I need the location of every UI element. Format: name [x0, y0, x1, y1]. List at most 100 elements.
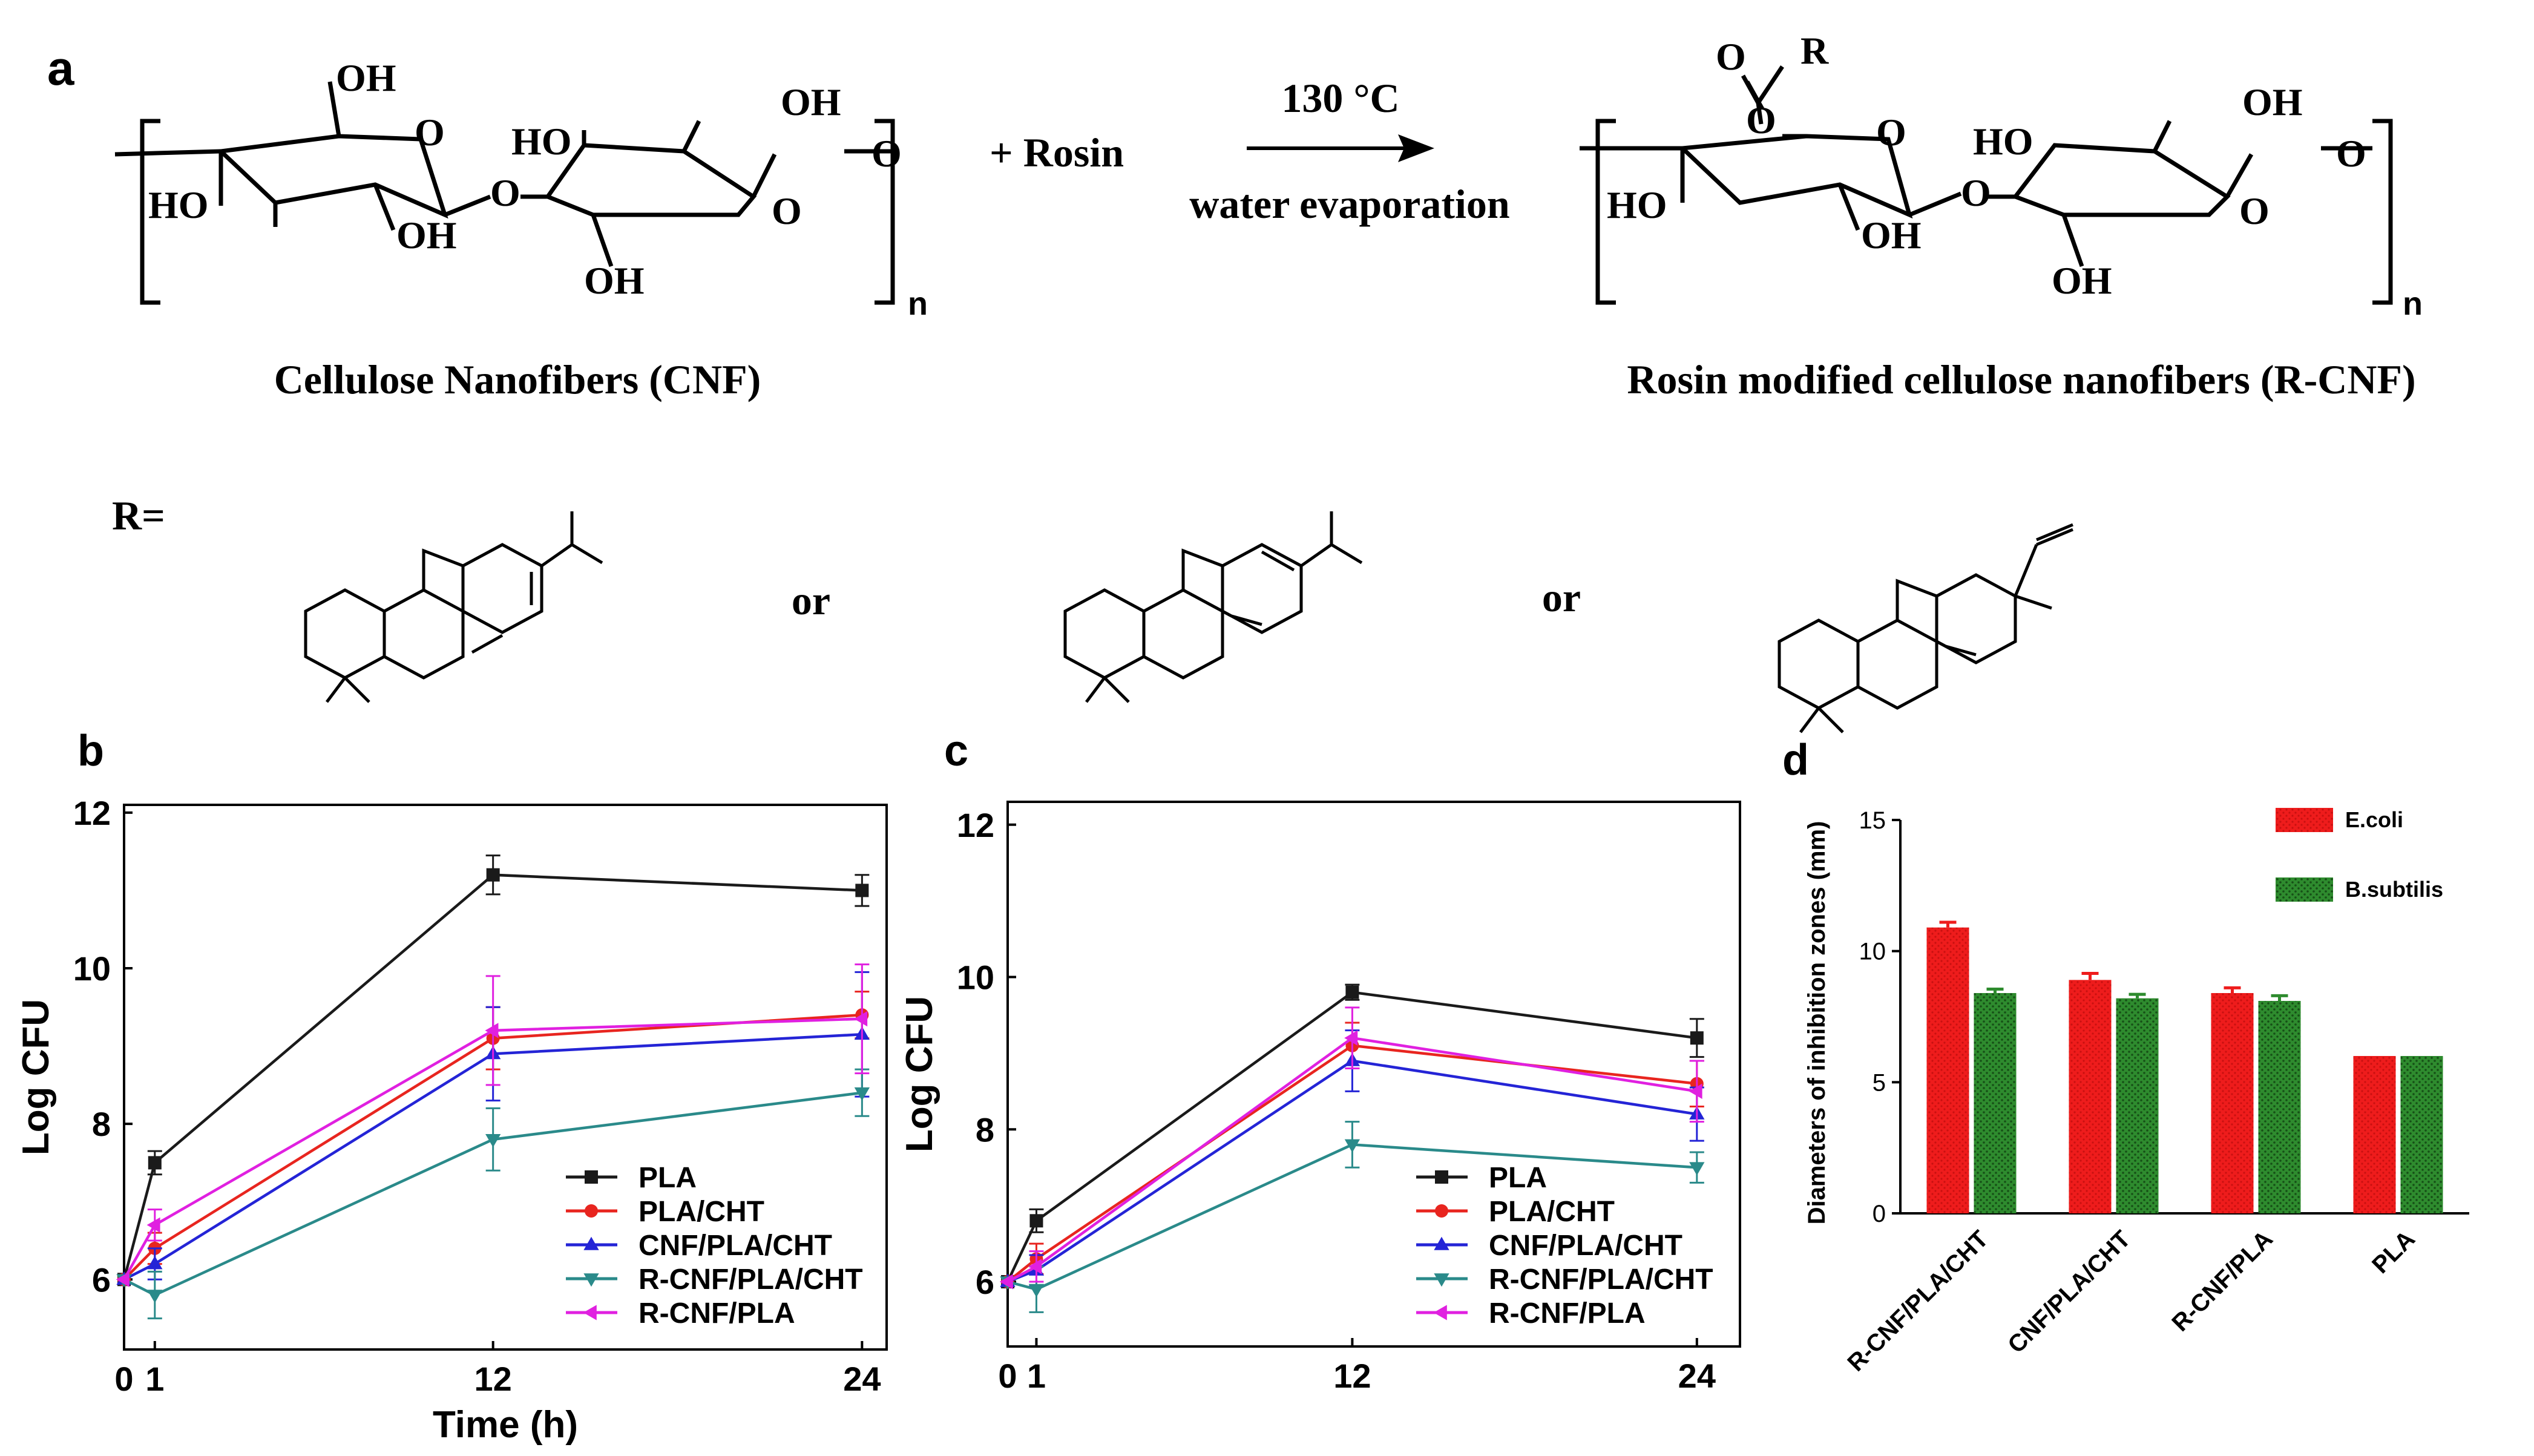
cnf-atom-labels: OH O HO OH O HO OH O OH O n: [148, 56, 928, 322]
legend-marker: [585, 1170, 598, 1184]
bar-b-subtilis: [1974, 993, 2017, 1213]
atom-oh: OH: [584, 259, 645, 302]
atom-oh: OH: [2242, 80, 2303, 123]
x-tick-label: 24: [1678, 1357, 1716, 1395]
x-axis-label: Time (h): [433, 1404, 578, 1446]
data-point-r-cnf-pla: [1689, 1083, 1702, 1099]
y-tick-label: 12: [957, 806, 994, 844]
series-line-pla: [1006, 991, 1698, 1282]
atom-o: O: [1876, 111, 1906, 154]
atom-ho: HO: [148, 183, 209, 226]
series-line-r-cnf-pla-cht: [123, 1091, 862, 1297]
y-tick-label: 15: [1859, 807, 1886, 834]
y-tick-label: 10: [73, 949, 111, 988]
data-point-r-cnf-pla: [854, 1011, 868, 1027]
series-line-pla-cht: [123, 1013, 862, 1281]
legend-marker: [583, 1305, 597, 1320]
category-label: CNF/PLA/CHT: [2003, 1225, 2136, 1359]
data-point-cnf-pla-cht: [147, 1256, 163, 1270]
category-label: R-CNF/PLA: [2167, 1225, 2278, 1337]
legend-label: CNF/PLA/CHT: [1489, 1230, 1682, 1262]
atom-o: O: [1746, 99, 1776, 142]
category-label: PLA: [2367, 1225, 2420, 1279]
legend-swatch: [2276, 808, 2333, 832]
bar-b-subtilis: [2116, 998, 2159, 1213]
panel-label-c: c: [944, 727, 968, 775]
legend-label: R-CNF/PLA/CHT: [638, 1264, 863, 1296]
series-line-pla: [122, 873, 862, 1280]
y-axis-label: Log CFU: [15, 999, 57, 1155]
reaction-arrow: 130 °C water evaporation: [1189, 75, 1509, 227]
data-point-r-cnf-pla-cht: [1689, 1162, 1705, 1176]
data-point-r-cnf-pla: [1344, 1030, 1358, 1046]
atom-o: O: [1961, 171, 1991, 214]
series-line-cnf-pla-cht: [123, 1033, 862, 1281]
series-line-r-cnf-pla: [1006, 1036, 1698, 1283]
data-point-pla: [1345, 985, 1359, 999]
legend-marker: [1433, 1305, 1447, 1320]
bar-e-coli: [2069, 980, 2112, 1213]
r-cnf-structure: [1580, 65, 2393, 305]
legend-marker: [583, 1273, 599, 1287]
bar-b-subtilis: [2258, 1001, 2301, 1213]
atom-o: O: [2239, 189, 2270, 232]
data-point-r-cnf-pla-cht: [854, 1087, 870, 1101]
x-tick-label: 0: [114, 1360, 133, 1398]
data-point-r-cnf-pla-cht: [485, 1134, 501, 1148]
x-tick-label: 1: [1027, 1357, 1046, 1395]
panel-label-b: b: [77, 727, 104, 775]
bar-b-subtilis: [2400, 1056, 2443, 1213]
atom-oh: OH: [396, 214, 457, 257]
x-tick-label: 0: [998, 1357, 1017, 1395]
series-line-r-cnf-pla-cht: [1007, 1143, 1697, 1291]
series-line-r-cnf-pla: [123, 1017, 862, 1281]
legend-label: PLA: [1489, 1162, 1547, 1194]
reaction-condition: water evaporation: [1189, 181, 1509, 227]
atom-o: O: [1716, 35, 1746, 78]
legend-marker: [1434, 1236, 1449, 1250]
plot-frame: [123, 804, 888, 1351]
bar-e-coli: [2211, 993, 2254, 1213]
y-tick-label: 8: [976, 1110, 994, 1149]
data-point-pla: [486, 868, 500, 882]
y-tick-label: 10: [957, 959, 994, 997]
legend-marker: [583, 1236, 599, 1250]
abietic-acid-skeleton: [304, 511, 603, 703]
y-tick-label: 12: [73, 794, 111, 832]
data-point-r-cnf-pla-cht: [1028, 1284, 1045, 1297]
reaction-temperature: 130 °C: [1281, 75, 1399, 121]
atom-o: O: [2336, 132, 2366, 175]
data-point-r-cnf-pla: [1028, 1259, 1042, 1274]
atom-ho: HO: [1607, 183, 1667, 226]
atom-oh: OH: [2052, 259, 2112, 302]
atom-o: O: [772, 189, 802, 232]
legend-label: PLA: [638, 1162, 697, 1194]
data-point-pla: [855, 884, 869, 897]
data-point-r-cnf-pla-cht: [1344, 1139, 1361, 1153]
legend-marker: [1435, 1204, 1448, 1218]
product-name: Rosin modified cellulose nanofibers (R-C…: [1627, 356, 2415, 402]
atom-oh: OH: [336, 56, 396, 99]
category-label: R-CNF/PLA/CHT: [1842, 1225, 1994, 1377]
legend-label: R-CNF/PLA: [1489, 1297, 1646, 1330]
series-line-cnf-pla-cht: [1007, 1059, 1698, 1284]
y-tick-label: 8: [92, 1105, 111, 1143]
panel-label-a: a: [47, 41, 74, 95]
atom-o: O: [871, 132, 902, 175]
data-point-r-cnf-pla: [146, 1217, 160, 1233]
data-point-pla: [1690, 1031, 1704, 1045]
legend-label: CNF/PLA/CHT: [638, 1230, 832, 1262]
legend-label: R-CNF/PLA/CHT: [1489, 1264, 1713, 1296]
data-point-pla: [1029, 1214, 1043, 1228]
dehydroabietic-skeleton: [1063, 511, 1363, 703]
atom-o: O: [415, 111, 445, 154]
x-tick-label: 24: [843, 1360, 881, 1398]
reactant-name: Cellulose Nanofibers (CNF): [274, 356, 761, 402]
y-tick-label: 10: [1859, 939, 1886, 965]
cnf-structure: [114, 81, 896, 305]
panel-label-d: d: [1782, 736, 1809, 784]
legend-marker: [1435, 1170, 1448, 1184]
y-tick-label: 6: [92, 1261, 111, 1299]
